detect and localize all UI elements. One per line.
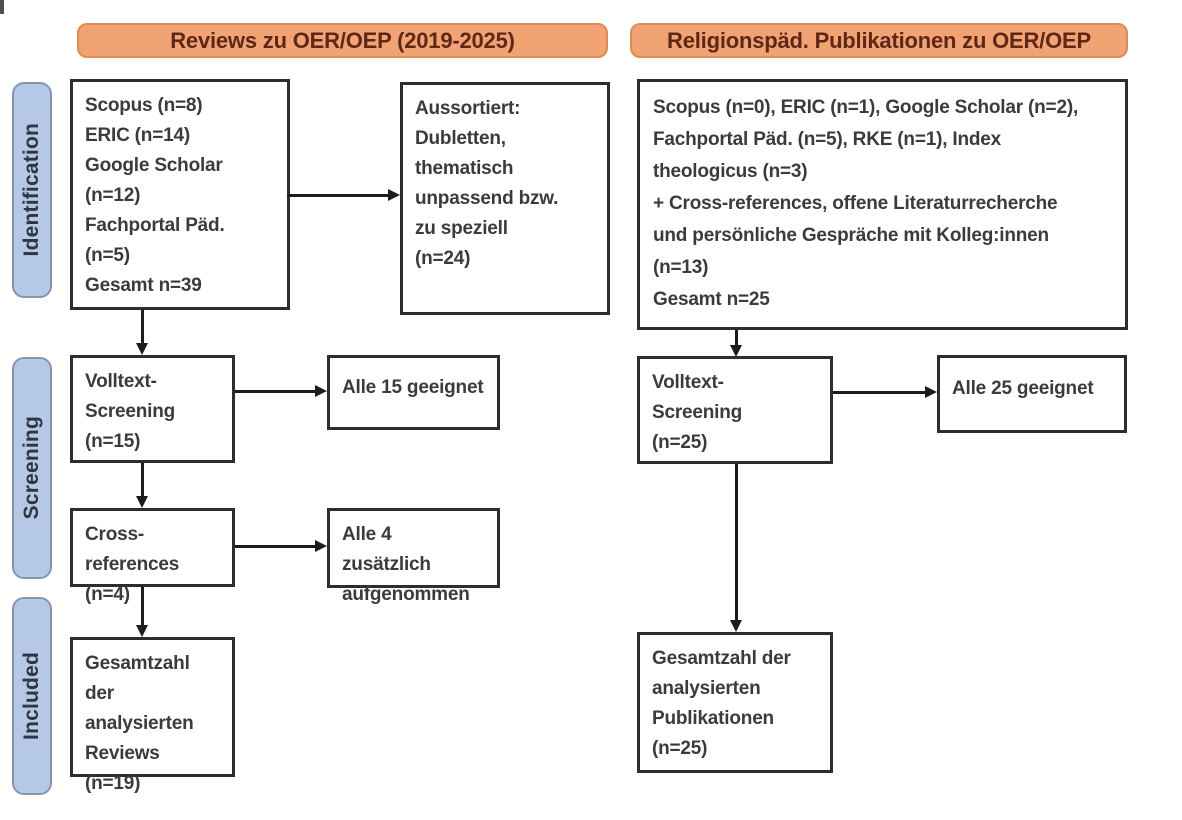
box-included-total-left: Gesamtzahl der analysierten Reviews (n=1… [70,637,235,794]
stage-label-included: Included [12,597,52,795]
arrow-sources-to-excluded-left [287,189,400,201]
box-fulltext-result-left: Alle 15 geeignet [327,355,500,430]
scan-edge-artifact [0,0,4,14]
box-included-total-right: Gesamtzahl der analysierten Publikatione… [637,632,833,773]
arrow-sources-to-fulltext-right [730,330,742,357]
arrow-sources-to-fulltext-left [136,310,148,355]
arrow-fulltext-to-included-right [730,464,742,632]
stage-label-included-text: Included [20,652,43,740]
box-fulltext-screening-left: Volltext- Screening (n=15) [70,355,235,463]
box-sources-left: Scopus (n=8) ERIC (n=14) Google Scholar … [70,79,290,310]
box-excluded-left: Aussortiert: Dubletten, thematisch unpas… [400,82,610,315]
stage-label-screening-text: Screening [20,416,43,520]
column-header-religionspaed: Religionspäd. Publikationen zu OER/OEP [630,23,1128,58]
box-fulltext-screening-right: Volltext- Screening (n=25) [637,356,833,464]
box-crossreferences-left: Cross-references (n=4) [70,508,235,605]
box-sources-right: Scopus (n=0), ERIC (n=1), Google Scholar… [637,79,1128,330]
box-crossreferences-result-left: Alle 4 zusätzlich aufgenommen [327,508,500,605]
box-fulltext-result-right: Alle 25 geeignet [937,355,1127,433]
arrow-crossref-to-included-left [136,587,148,637]
arrow-fulltext-to-crossref-left [136,463,148,508]
stage-label-identification-text: Identification [20,123,43,257]
stage-label-screening: Screening [12,357,52,579]
arrow-crossref-to-result-left [235,540,327,552]
column-header-reviews: Reviews zu OER/OEP (2019-2025) [77,23,608,58]
stage-label-identification: Identification [12,82,52,298]
arrow-fulltext-to-result-left [235,385,327,397]
arrow-fulltext-to-result-right [833,386,937,398]
